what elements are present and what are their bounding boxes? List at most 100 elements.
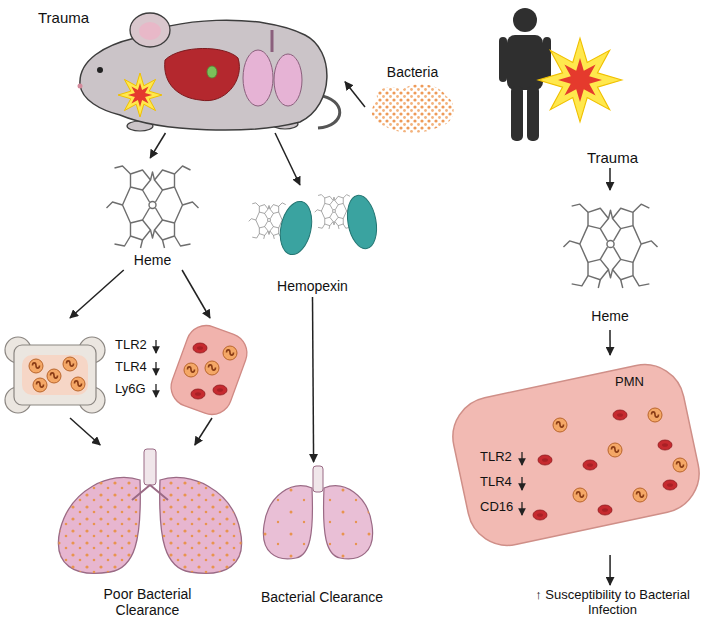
blood-cells-part: [633, 488, 647, 502]
mouse-illustration: [78, 13, 340, 131]
hemopexin-complex: [249, 193, 381, 258]
arrow-connector: [150, 133, 165, 158]
human-figure-part: [527, 86, 539, 141]
decrease-arrows-part: [155, 362, 156, 375]
heme-molecule: Heme: [95, 158, 210, 270]
human-trauma: Trauma: [490, 5, 640, 168]
mouse-illustration-part: [78, 84, 83, 89]
decrease-arrows-part: [155, 340, 156, 353]
infected-lungs: [58, 449, 241, 573]
node-label: TLR4: [480, 475, 512, 490]
mouse-illustration-part: [139, 22, 161, 40]
mouse-illustration-part: [271, 30, 274, 52]
bone-marrow-part: [14, 345, 96, 405]
trauma-star: [538, 38, 622, 122]
outcome-box: ↑ Susceptibility to Bacterial Infection: [525, 585, 700, 623]
arrow-connector: [70, 270, 124, 318]
mouse-illustration-part: [130, 13, 170, 47]
heme-molecule-part: [563, 204, 657, 288]
hemopexin-complex: Hemopexin: [245, 185, 380, 297]
human-figure: [499, 8, 551, 141]
hemopexin-complex-part: [276, 198, 317, 257]
node-label: Bacterial Clearance: [254, 589, 390, 605]
decrease-arrows-part: [521, 452, 522, 465]
infected-lungs-part: [160, 477, 242, 573]
blood-cells-part: [538, 455, 552, 465]
cleared-lungs: Bacterial Clearance: [252, 462, 392, 607]
bone-marrow: [5, 337, 105, 413]
blood-cells-part: [673, 458, 687, 472]
trauma-star-part: [538, 38, 622, 122]
arrow-connector: [275, 133, 300, 185]
arrow-connector: [182, 270, 210, 318]
mouse-illustration-part: [118, 73, 162, 117]
node-label: Heme: [591, 308, 628, 324]
bone-marrow-part: [29, 359, 43, 373]
blood-cells-part: [648, 408, 662, 422]
node-label: Heme: [134, 252, 171, 268]
blood-vessel-part: [184, 363, 198, 377]
node-label: Bacteria: [387, 64, 438, 80]
cleared-lungs-part: [324, 486, 373, 559]
node-label: ↑ Susceptibility to Bacterial Infection: [529, 588, 697, 618]
heme-molecule-part: [107, 166, 199, 248]
blood-vessel-part: [223, 346, 237, 360]
blood-cells-part: [663, 480, 677, 490]
heme-molecule: [107, 166, 199, 248]
blood-vessel: [166, 320, 253, 420]
mouse-illustration-part: [80, 20, 327, 130]
arrow-connector: [609, 330, 611, 355]
cleared-lungs-part: [263, 486, 312, 559]
mouse-illustration-part: [165, 48, 240, 100]
node-label: TLR2: [480, 450, 512, 465]
human-figure-part: [543, 37, 551, 82]
human-figure-part: [511, 86, 523, 141]
decrease-arrows: [521, 452, 522, 515]
mouse-illustration-part: [128, 83, 152, 107]
hemopexin-complex-part: [344, 193, 381, 251]
bacteria-cloud: [372, 84, 454, 132]
blood-vessel-part: [193, 343, 207, 353]
decrease-arrows-part: [521, 477, 522, 490]
arrow-connector: [70, 418, 100, 445]
bacteria-cloud-part: [372, 84, 454, 132]
blood-cells-part: [613, 410, 627, 420]
cleared-lungs-part: [324, 486, 373, 559]
bone-marrow-part: [22, 355, 88, 395]
decrease-arrows-part: [155, 384, 156, 397]
mouse-illustration-part: [207, 66, 217, 78]
blood-cells-part: [658, 440, 672, 450]
blood-cells-part: [608, 443, 622, 457]
node-label: Hemopexin: [277, 278, 348, 294]
bacteria-cloud: Bacteria: [365, 62, 460, 137]
infected-lungs-part: [132, 485, 168, 500]
arrow-connector: [609, 555, 611, 585]
infected-lungs-part: [160, 477, 242, 573]
blood-cells-part: [573, 488, 587, 502]
cleared-lungs-part: [263, 486, 312, 559]
node-label: Trauma: [38, 9, 89, 26]
node-label: PMN: [615, 375, 644, 390]
blood-vessel-part: [191, 389, 205, 399]
mouse-illustration-part: [97, 67, 103, 73]
trauma-star-part: [558, 58, 602, 102]
blood-cells-part: [553, 418, 567, 432]
blood-vessel-part: [213, 385, 227, 395]
vessel-wall: [445, 357, 706, 553]
blood-cells: [533, 408, 687, 520]
neutrophil-markers: TLR2TLR4Ly6G: [5, 318, 255, 418]
bone-marrow-part: [63, 357, 77, 371]
blood-cells-part: [598, 505, 612, 515]
infected-lungs-part: [144, 449, 156, 485]
human-figure-part: [513, 8, 537, 32]
blood-vessel: PMN TLR2TLR4CD16: [440, 355, 713, 555]
node-label: CD16: [480, 500, 513, 515]
human-figure-part: [499, 37, 507, 82]
decrease-arrows: [155, 340, 156, 397]
node-label: TLR2: [115, 338, 147, 353]
cleared-lungs-part: [313, 466, 323, 492]
infected-lungs-part: [58, 477, 140, 573]
arrow-connector: [609, 168, 611, 190]
node-label: Ly6G: [115, 382, 146, 397]
